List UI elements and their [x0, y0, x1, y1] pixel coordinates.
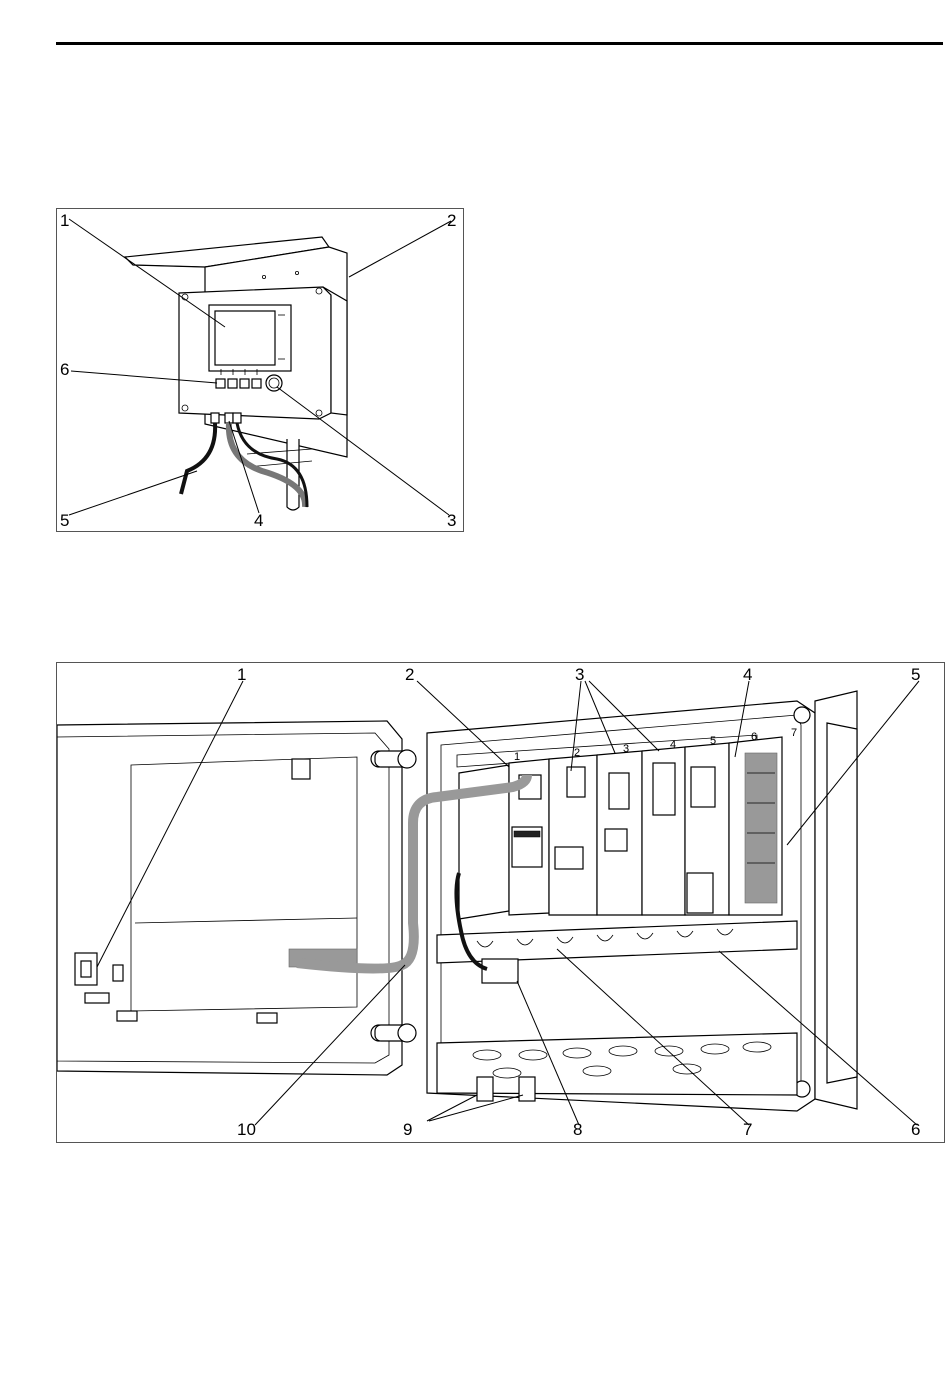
callout-navigator: 3 [447, 512, 456, 529]
callout-cable-mounting: 7 [743, 1121, 752, 1138]
device-overview-drawing [57, 209, 463, 531]
slot-number-6: 6 [751, 729, 757, 746]
cable-black [181, 423, 215, 494]
callout-cable-rail: 6 [911, 1121, 920, 1138]
slot-number-3: 3 [623, 741, 629, 758]
slot-number-7: 7 [791, 725, 797, 742]
device-housing [179, 287, 347, 423]
callout-dummy-cover: 4 [743, 666, 752, 683]
callout-door-holder: 1 [237, 666, 246, 683]
callout-rack-side: 5 [911, 666, 920, 683]
callout-cable-glands: 9 [403, 1121, 412, 1138]
callout-cable-grey: 4 [254, 512, 263, 529]
slot-number-4: 4 [670, 737, 676, 754]
figure-open-housing: 1 2 3 4 5 6 7 1 2 3 4 5 6 7 8 9 10 [56, 662, 945, 1143]
callout-display: 1 [60, 212, 69, 229]
softkey-2 [228, 379, 237, 388]
softkey-3 [240, 379, 249, 388]
callout-softkeys: 6 [60, 361, 69, 378]
callout-cable-black: 5 [60, 512, 69, 529]
housing-door [57, 721, 402, 1075]
callout-extension-modules: 3 [575, 666, 584, 683]
slot-number-1: 1 [514, 749, 520, 766]
callout-terminal-block: 8 [573, 1121, 582, 1138]
softkey-1 [216, 379, 225, 388]
terminal-block [482, 959, 518, 983]
callout-display-cable: 10 [237, 1121, 256, 1138]
figure-device-overview: 1 2 3 4 5 6 [56, 208, 464, 532]
open-housing-drawing [57, 663, 944, 1142]
slot-number-2: 2 [574, 745, 580, 762]
callout-base-module: 2 [405, 666, 414, 683]
softkey-4 [252, 379, 261, 388]
callout-weather-cover: 2 [447, 212, 456, 229]
header-rule [56, 42, 943, 45]
slot-number-5: 5 [710, 733, 716, 750]
gland-plate [437, 1033, 797, 1101]
